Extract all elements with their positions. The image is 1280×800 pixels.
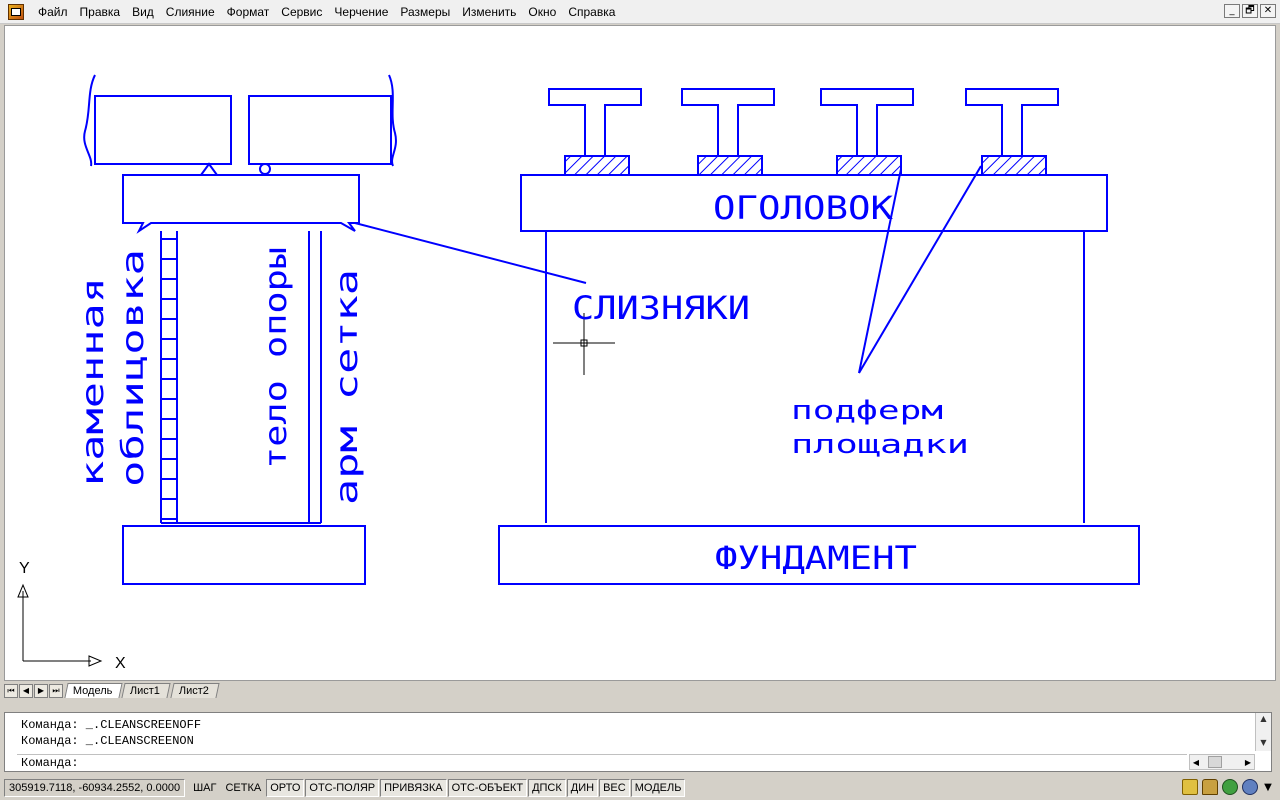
tab-model[interactable]: Модель xyxy=(64,683,124,698)
menu-item[interactable]: Правка xyxy=(79,4,121,19)
status-toggle-button[interactable]: ДПСК xyxy=(528,779,566,797)
status-toggle-button[interactable]: МОДЕЛЬ xyxy=(630,779,686,797)
command-input[interactable]: Команда: xyxy=(17,754,1187,771)
bearing-roller xyxy=(259,163,271,175)
bearing-fixed xyxy=(200,162,218,176)
command-window: Команда: _.CLEANSCREENOFF Команда: _.CLE… xyxy=(4,712,1272,772)
leader-podferm-1 xyxy=(858,168,902,374)
beam-right-body xyxy=(248,95,392,165)
status-toggle-button[interactable]: ПРИВЯЗКА xyxy=(380,779,447,797)
chevron-down-icon[interactable]: ▼ xyxy=(1264,781,1272,793)
lock-icon[interactable] xyxy=(1202,779,1218,795)
tab-nav-last[interactable]: ⏭ xyxy=(49,684,63,698)
status-toggle-button[interactable]: ДИН xyxy=(566,779,599,797)
command-vscroll[interactable]: ▲ ▼ xyxy=(1255,713,1271,751)
layout-tabbar: ⏮ ◀ ▶ ⏭ Модель Лист1 Лист2 xyxy=(4,682,1276,698)
history-line: Команда: _.CLEANSCREENOFF xyxy=(21,718,202,732)
label-podferm-2: площадки xyxy=(791,430,969,460)
menu-item[interactable]: Черчение xyxy=(334,4,389,19)
menu-items: Файл Правка Вид Слияние Формат Сервис Черчение… xyxy=(32,0,621,24)
label-telo: тело опоры xyxy=(259,247,294,469)
app-icon[interactable] xyxy=(6,2,26,22)
leader-sliznyaki xyxy=(354,222,587,284)
menu-item[interactable]: Файл xyxy=(38,4,68,19)
history-line: Команда: _.CLEANSCREENON xyxy=(21,734,194,748)
annotation-scale-icon[interactable] xyxy=(1182,779,1198,795)
ucs-y-label: Y xyxy=(19,560,30,577)
command-history: Команда: _.CLEANSCREENOFF Команда: _.CLE… xyxy=(21,717,201,749)
scroll-left-icon[interactable]: ◀ xyxy=(1192,757,1200,767)
menu-bar: Файл Правка Вид Слияние Формат Сервис Черчение… xyxy=(0,0,1280,24)
menu-item[interactable]: Справка xyxy=(568,4,616,19)
crosshair-cursor xyxy=(553,313,615,375)
ucs-icon xyxy=(17,583,103,667)
scroll-down-icon[interactable]: ▼ xyxy=(1260,738,1267,747)
tab-layout2[interactable]: Лист2 xyxy=(169,683,220,698)
status-toggle-button[interactable]: ВЕС xyxy=(599,779,630,797)
tab-nav-next[interactable]: ▶ xyxy=(34,684,48,698)
clean-screen-icon[interactable] xyxy=(1242,779,1258,795)
drawing-canvas[interactable]: ОГОЛОВОК СЛИЗНЯКИ подферм площадки ФУНДА… xyxy=(4,25,1276,681)
minimize-button[interactable]: _ xyxy=(1224,4,1240,18)
girder xyxy=(548,88,642,176)
drawing-svg: ОГОЛОВОК СЛИЗНЯКИ подферм площадки ФУНДА… xyxy=(17,74,1140,672)
menu-item[interactable]: Формат xyxy=(226,4,270,19)
beam-right-break xyxy=(388,74,397,167)
label-fundament: ФУНДАМЕНТ xyxy=(715,539,917,577)
menu-item[interactable]: Изменить xyxy=(462,4,517,19)
girder xyxy=(681,88,775,176)
label-podferm-1: подферм xyxy=(791,396,943,426)
menu-item[interactable]: Слияние xyxy=(165,4,215,19)
status-toggle-button[interactable]: ОРТО xyxy=(266,779,305,797)
label-sliznyaki: СЛИЗНЯКИ xyxy=(572,289,750,327)
beam-left xyxy=(83,74,96,167)
command-hscroll[interactable]: ◀ ▶ xyxy=(1189,754,1255,770)
scroll-thumb[interactable] xyxy=(1208,756,1222,768)
label-ogolovok: ОГОЛОВОК xyxy=(713,189,894,227)
window-controls: _ 🗗 ✕ xyxy=(1224,4,1276,18)
label-oblicovka: облицовка xyxy=(116,249,151,487)
girder xyxy=(820,88,914,176)
foundation-left xyxy=(122,525,366,585)
label-kamennaya: каменная xyxy=(76,277,111,487)
beam-left-body xyxy=(94,95,232,165)
cap-left xyxy=(122,174,360,234)
label-arm: арм сетка xyxy=(330,269,365,505)
tab-nav-prev[interactable]: ◀ xyxy=(19,684,33,698)
cap-right xyxy=(520,174,1108,232)
leader-podferm-2 xyxy=(858,165,982,374)
menu-item[interactable]: Вид xyxy=(132,4,154,19)
status-toggle-button[interactable]: ОТС-ПОЛЯР xyxy=(305,779,380,797)
tab-nav-first[interactable]: ⏮ xyxy=(4,684,18,698)
status-toggle-button[interactable]: ОТС-ОБЪЕКТ xyxy=(447,779,528,797)
workspace-icon[interactable] xyxy=(1222,779,1238,795)
ucs-x-label: X xyxy=(115,655,126,672)
coordinate-readout[interactable]: 305919.7118, -60934.2552, 0.0000 xyxy=(4,779,186,797)
scroll-up-icon[interactable]: ▲ xyxy=(1260,714,1267,723)
scroll-right-icon[interactable]: ▶ xyxy=(1244,757,1252,767)
restore-button[interactable]: 🗗 xyxy=(1242,4,1258,18)
status-tray: ▼ xyxy=(1182,779,1274,795)
menu-item[interactable]: Окно xyxy=(528,4,557,19)
status-toggle-button[interactable]: ШАГ xyxy=(189,779,221,797)
close-button[interactable]: ✕ xyxy=(1260,4,1276,18)
menu-item[interactable]: Сервис xyxy=(281,4,323,19)
tab-layout1[interactable]: Лист1 xyxy=(121,683,172,698)
foundation-right xyxy=(498,525,1140,585)
status-toggle-button[interactable]: СЕТКА xyxy=(221,779,266,797)
girder xyxy=(965,88,1059,176)
menu-item[interactable]: Размеры xyxy=(400,4,451,19)
